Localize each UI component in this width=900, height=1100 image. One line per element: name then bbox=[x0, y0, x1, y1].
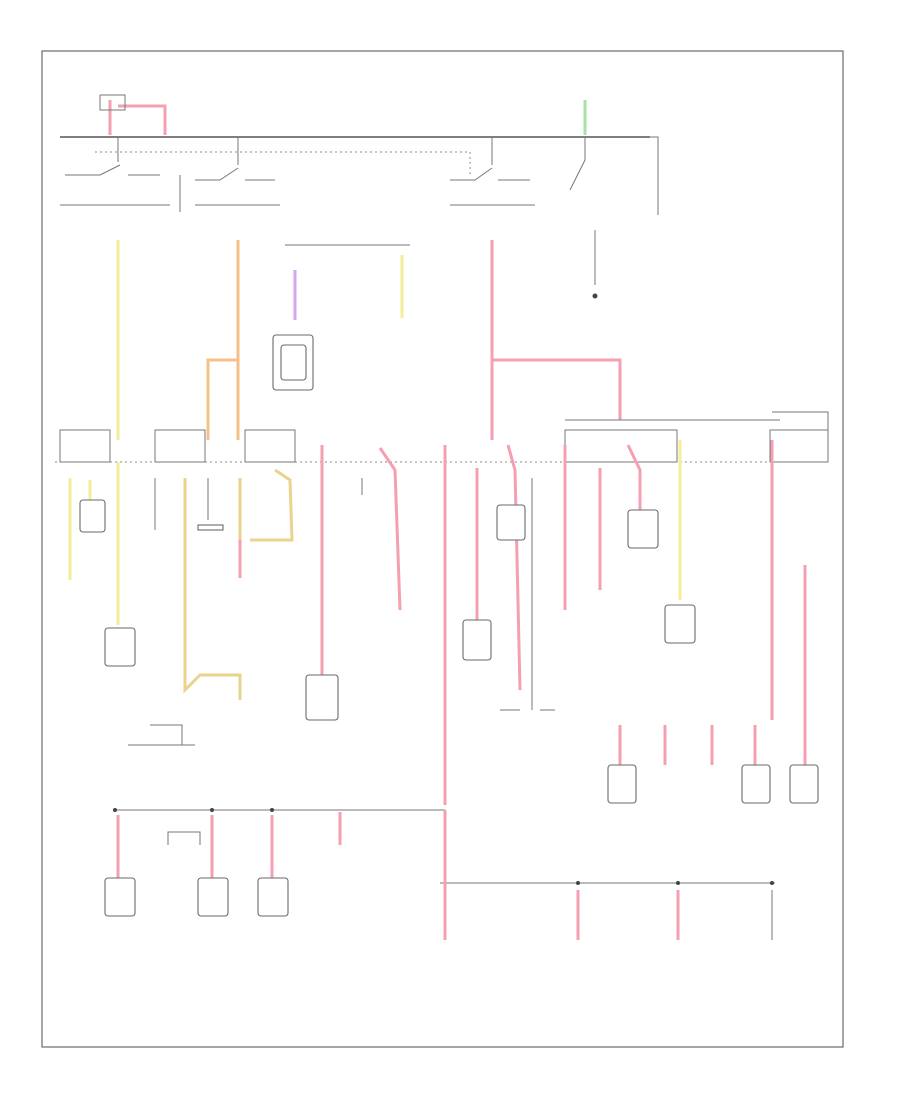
right-circuits bbox=[563, 440, 819, 804]
fuse-top-box bbox=[772, 411, 829, 462]
fuse-cell-1 bbox=[59, 429, 111, 463]
battery-box bbox=[99, 94, 126, 111]
module-left-1 bbox=[79, 499, 106, 533]
module-lower-3 bbox=[257, 877, 289, 917]
module-lower-2 bbox=[197, 877, 229, 917]
module-right-1 bbox=[627, 509, 659, 549]
ignition-switch-right bbox=[450, 137, 535, 206]
module-left-3 bbox=[197, 524, 224, 531]
feed-orange-center bbox=[206, 240, 240, 440]
module-right-2 bbox=[664, 604, 696, 644]
ignition-switch-center bbox=[195, 137, 280, 206]
module-center-1 bbox=[305, 674, 339, 721]
center-circuits bbox=[305, 444, 555, 805]
fuse-block bbox=[55, 429, 830, 463]
feed-pink-branch bbox=[492, 358, 622, 420]
switch-linkage bbox=[95, 151, 471, 175]
battery-feed-wire-2 bbox=[118, 104, 167, 135]
injector-3 bbox=[789, 764, 819, 804]
diagram-frame bbox=[41, 50, 844, 1048]
top-power-section bbox=[60, 94, 659, 299]
lower-circuits bbox=[104, 808, 775, 940]
module-center-3 bbox=[496, 504, 526, 541]
fuse-cell-4 bbox=[564, 429, 678, 463]
module-left-2 bbox=[104, 627, 136, 667]
feed-wires bbox=[116, 240, 829, 462]
injector-2 bbox=[741, 764, 771, 804]
fuse-cell-5 bbox=[769, 429, 829, 463]
bus-right-drop bbox=[650, 136, 659, 215]
fuse-cell-2 bbox=[154, 429, 206, 463]
module-lower-1 bbox=[104, 877, 136, 917]
module-center-2 bbox=[462, 619, 492, 661]
injector-1 bbox=[607, 764, 637, 804]
ignition-switch-left bbox=[60, 137, 181, 212]
ground-switch bbox=[569, 137, 598, 299]
fuse-cell-3 bbox=[244, 429, 296, 463]
left-circuits bbox=[68, 462, 294, 746]
